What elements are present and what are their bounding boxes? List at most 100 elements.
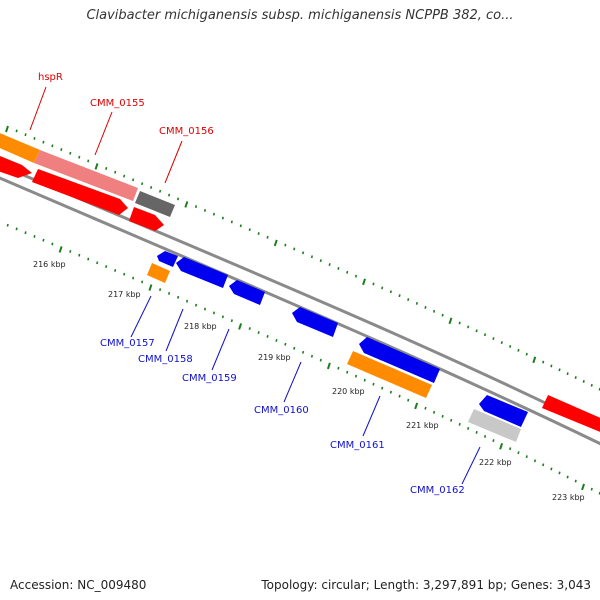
feature-blue-CMM_0157[interactable] <box>157 251 178 267</box>
minor-tick <box>132 276 135 280</box>
feature-orange-hspR[interactable] <box>0 131 40 163</box>
feature-red-1[interactable] <box>0 154 32 178</box>
tick-label-221: 221 kbp <box>406 421 439 430</box>
minor-tick <box>372 382 375 386</box>
minor-tick <box>517 451 520 455</box>
minor-tick <box>475 329 478 333</box>
minor-tick <box>266 335 269 338</box>
feature-light-gray-CMM_0162[interactable] <box>468 409 521 442</box>
minor-tick <box>69 250 72 253</box>
major-tick <box>362 278 366 286</box>
leader-line-CMM_0161 <box>362 395 381 437</box>
feature-blue-CMM_0159[interactable] <box>229 280 265 305</box>
minor-tick <box>415 302 418 305</box>
major-tick <box>238 323 243 330</box>
leader-line-hspR <box>29 86 47 131</box>
minor-tick <box>492 439 495 442</box>
minor-tick <box>33 136 36 140</box>
minor-tick <box>69 151 72 155</box>
minor-tick <box>176 197 180 201</box>
minor-tick <box>319 358 322 362</box>
gene-label-CMM_0155[interactable]: CMM_0155 <box>90 98 145 109</box>
minor-tick <box>105 265 108 269</box>
minor-tick <box>168 193 171 197</box>
tick-label-218: 218 kbp <box>184 322 217 331</box>
minor-tick <box>78 253 81 257</box>
gene-label-CMM_0157[interactable]: CMM_0157 <box>100 338 155 349</box>
feature-pink-CMM_0155[interactable] <box>34 150 138 201</box>
minor-tick <box>398 294 401 298</box>
feature-orange-CMM_0161[interactable] <box>347 351 432 398</box>
minor-tick <box>87 257 90 261</box>
minor-tick <box>558 471 561 475</box>
minor-tick <box>346 270 349 274</box>
minor-tick <box>302 251 305 255</box>
minor-tick <box>337 366 340 370</box>
gene-label-CMM_0162[interactable]: CMM_0162 <box>410 485 465 496</box>
minor-tick <box>558 368 561 372</box>
feature-orange-CMM_0157[interactable] <box>147 263 170 283</box>
minor-tick <box>230 319 233 323</box>
tick-track-lower <box>6 223 600 495</box>
leader-line-CMM_0158 <box>165 308 184 352</box>
tick-label-222: 222 kbp <box>479 458 512 467</box>
feature-red-3[interactable] <box>129 207 164 231</box>
gene-label-CMM_0160[interactable]: CMM_0160 <box>254 405 309 416</box>
leader-line-CMM_0160 <box>283 361 302 403</box>
minor-tick <box>221 315 224 319</box>
minor-tick <box>159 189 162 193</box>
minor-tick <box>203 208 207 212</box>
minor-tick <box>389 290 392 294</box>
gene-label-CMM_0158[interactable]: CMM_0158 <box>138 354 193 365</box>
minor-tick <box>574 479 577 483</box>
gene-label-CMM_0159[interactable]: CMM_0159 <box>182 373 237 384</box>
major-tick <box>448 317 453 325</box>
minor-tick <box>6 223 9 227</box>
major-tick <box>326 362 331 370</box>
minor-tick <box>483 333 487 337</box>
minor-tick <box>293 247 296 251</box>
feature-dark-gray-CMM_0156[interactable] <box>135 191 175 217</box>
minor-tick <box>42 238 45 242</box>
major-tick <box>273 239 278 247</box>
minor-tick <box>590 487 593 491</box>
minor-tick <box>441 313 444 317</box>
feature-red-right[interactable] <box>542 395 600 434</box>
minor-tick <box>266 235 269 239</box>
gene-label-hspR[interactable]: hspR <box>38 72 63 83</box>
minor-tick <box>15 227 18 231</box>
minor-tick <box>141 182 144 186</box>
minor-tick <box>407 298 410 302</box>
minor-tick <box>566 475 569 479</box>
minor-tick <box>407 398 410 402</box>
major-tick <box>499 443 504 450</box>
minor-tick <box>525 352 528 356</box>
feature-blue-CMM_0158[interactable] <box>176 257 228 288</box>
minor-tick <box>275 338 278 342</box>
minor-tick <box>483 435 487 438</box>
feature-blue-CMM_0162[interactable] <box>479 395 528 427</box>
tick-track-upper <box>5 125 600 391</box>
tick-label-219: 219 kbp <box>258 353 291 362</box>
major-tick <box>58 246 63 253</box>
gene-label-CMM_0156[interactable]: CMM_0156 <box>159 126 214 137</box>
feature-blue-CMM_0161[interactable] <box>359 337 440 383</box>
minor-tick <box>441 414 444 418</box>
feature-blue-CMM_0160[interactable] <box>292 307 338 337</box>
major-tick <box>94 163 99 170</box>
map-title: Clavibacter michiganensis subsp. michiga… <box>86 8 514 23</box>
minor-tick <box>96 261 99 265</box>
minor-tick <box>114 268 117 272</box>
minor-tick <box>257 232 260 235</box>
minor-tick <box>51 144 54 148</box>
minor-tick <box>168 292 171 295</box>
minor-tick <box>381 386 384 390</box>
gene-label-CMM_0161[interactable]: CMM_0161 <box>330 440 385 451</box>
minor-tick <box>284 243 287 247</box>
major-tick <box>5 125 9 133</box>
leader-line-CMM_0156 <box>164 140 183 184</box>
minor-tick <box>346 370 349 374</box>
minor-tick <box>176 295 180 299</box>
feature-red-2[interactable] <box>32 169 128 215</box>
